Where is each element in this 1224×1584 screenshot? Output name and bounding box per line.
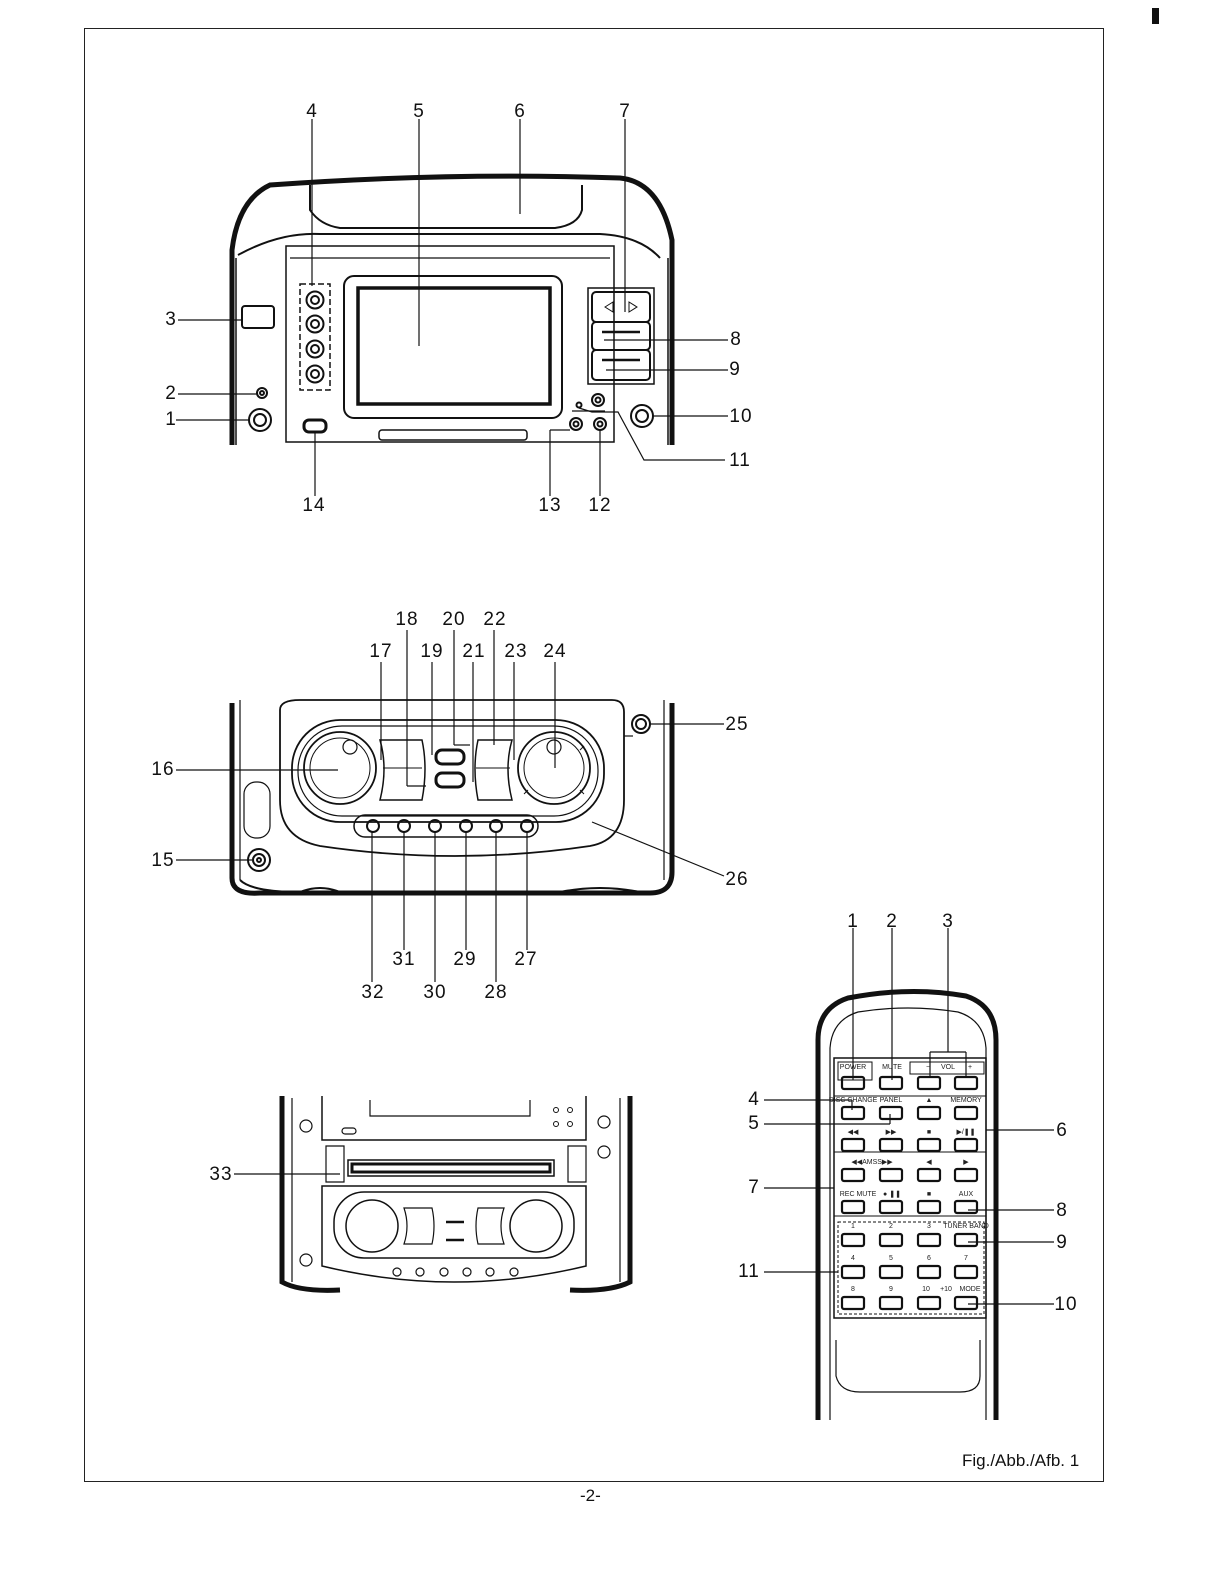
remote-label-digit-7: 7 [964,1255,968,1263]
remote-label-digit-3: 3 [927,1223,931,1231]
page-number: -2- [580,1487,601,1505]
callout-cd-33: 33 [209,1165,232,1185]
callout-remote-11: 11 [738,1262,760,1282]
remote-label-digit-9: 9 [889,1286,893,1294]
callout-remote-6: 6 [1056,1121,1068,1141]
remote-label-eject: ▲ [926,1097,933,1105]
remote-label-digit-10: 10 [922,1286,930,1294]
callout-remote-9: 9 [1056,1233,1068,1253]
callout-remote-7: 7 [748,1178,760,1198]
callout-cassette-23: 23 [504,642,527,662]
callout-main-5: 5 [413,102,425,122]
remote-label-amss: ◀◀AMSS▶▶ [851,1159,892,1167]
callout-remote-8: 8 [1056,1201,1068,1221]
callout-cassette-21: 21 [462,642,485,662]
remote-label-power: POWER [840,1064,866,1072]
remote-label-digit-2: 2 [889,1223,893,1231]
callout-main-6: 6 [514,102,526,122]
callout-main-1: 1 [165,410,177,430]
remote-label-aux: AUX [959,1191,973,1199]
callout-cassette-15: 15 [151,851,174,871]
callout-main-10: 10 [729,407,752,427]
callout-cassette-24: 24 [543,642,566,662]
callout-cassette-32: 32 [361,983,384,1003]
callout-cassette-18: 18 [395,610,418,630]
callout-main-9: 9 [729,360,741,380]
remote-label-stop-tape: ■ [927,1191,931,1199]
callout-cassette-26: 26 [725,870,748,890]
cd-unit-drawing [234,1096,630,1290]
callout-main-14: 14 [302,496,325,516]
remote-label-digit-4: 4 [851,1255,855,1263]
remote-label-prev: ◀◀ [848,1129,859,1137]
callout-remote-4: 4 [748,1090,760,1110]
callout-cassette-19: 19 [420,642,443,662]
callout-remote-10: 10 [1054,1295,1077,1315]
remote-label-rec-mute: REC MUTE [840,1191,877,1199]
callout-main-13: 13 [538,496,561,516]
remote-label-vol: VOL [941,1064,955,1072]
remote-label-plus-10: +10 [940,1286,952,1294]
remote-label-mode: MODE [960,1286,981,1294]
callout-cassette-31: 31 [392,950,415,970]
remote-label-stop-cd: ■ [927,1129,931,1137]
callout-remote-1: 1 [847,912,859,932]
remote-label-rev: ◀ [926,1159,931,1167]
remote-label-digit-8: 8 [851,1286,855,1294]
remote-label-digit-6: 6 [927,1255,931,1263]
callout-cassette-16: 16 [151,760,174,780]
figure-caption: Fig./Abb./Afb. 1 [962,1452,1079,1470]
cassette-deck-drawing [232,700,672,893]
remote-label-digit-1: 1 [851,1223,855,1231]
callout-main-8: 8 [730,330,742,350]
remote-label-panel: PANEL [880,1097,902,1105]
remote-label-fwd: ▶ [963,1159,968,1167]
remote-label-rec: ● ❚❚ [883,1191,901,1199]
callout-remote-5: 5 [748,1114,760,1134]
callout-cassette-22: 22 [483,610,506,630]
main-unit-drawing [232,176,672,445]
remote-label-disc-change: DISC CHANGE [829,1097,878,1105]
callout-cassette-17: 17 [369,642,392,662]
callout-remote-3: 3 [942,912,954,932]
callout-cassette-30: 30 [423,983,446,1003]
callout-remote-2: 2 [886,912,898,932]
remote-label-digit-5: 5 [889,1255,893,1263]
remote-label-play-pause: ▶/❚❚ [956,1129,975,1137]
callout-main-4: 4 [306,102,318,122]
remote-label-next: ▶▶ [886,1129,897,1137]
callout-cassette-28: 28 [484,983,507,1003]
callout-main-11: 11 [729,451,751,471]
remote-label-mute: MUTE [882,1064,902,1072]
callout-cassette-25: 25 [725,715,748,735]
remote-label-tuner-band: TUNER BAND [943,1223,989,1231]
callout-main-7: 7 [619,102,631,122]
callout-cassette-27: 27 [514,950,537,970]
callout-cassette-29: 29 [453,950,476,970]
callout-main-12: 12 [588,496,611,516]
remote-leaders [764,928,1054,1304]
cassette-leaders [176,630,724,982]
callout-main-2: 2 [165,384,177,404]
remote-label-memory: MEMORY [950,1097,981,1105]
remote-label-vol-minus: − [926,1064,930,1072]
remote-label-vol-plus: + [968,1064,972,1072]
callout-cassette-20: 20 [442,610,465,630]
callout-main-3: 3 [165,310,177,330]
remote-drawing [818,991,996,1420]
